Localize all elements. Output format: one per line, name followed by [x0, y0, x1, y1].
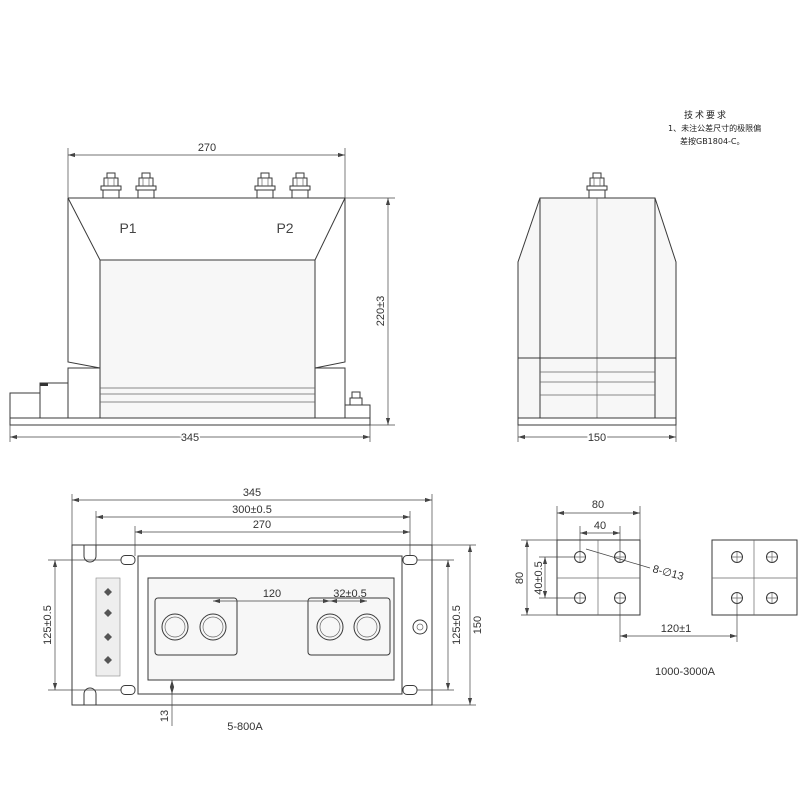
mounting-slot	[120, 685, 136, 695]
front-step-cap	[40, 383, 48, 386]
terminal-block-right	[711, 539, 798, 616]
terminal-hole	[574, 592, 586, 604]
bottom-view: 345 300±0.5 270 12	[42, 487, 484, 733]
front-mounting-flange	[9, 392, 41, 419]
dim-label-offset: 13	[159, 710, 171, 722]
dim-label-overall-width: 345	[243, 487, 261, 499]
secondary-terminal-marker	[104, 633, 112, 641]
tech-requirements-line1: 1、未注公差尺寸的极限偏	[668, 123, 761, 133]
front-body-chamfer	[67, 197, 346, 261]
primary-terminal-bolt	[289, 172, 311, 199]
dim-label-block-height: 80	[514, 572, 526, 584]
front-lower-block-right	[314, 367, 346, 419]
secondary-terminal-marker	[104, 609, 112, 617]
dim-label-height: 220±3	[375, 296, 387, 327]
terminal-hole	[731, 551, 743, 563]
tech-requirements-line2: 差按GB1804-C。	[680, 136, 745, 146]
dim-label-body-width: 270	[253, 519, 271, 531]
terminal-stud	[316, 613, 344, 641]
dim-label-width-top: 270	[198, 142, 216, 154]
bottom-base-outline	[71, 544, 433, 706]
terminal-hole	[731, 592, 743, 604]
terminal-plate-left	[154, 597, 238, 656]
dim-label-terminal-pitch: 32±0.5	[333, 588, 367, 600]
front-view: 270	[9, 142, 395, 446]
dim-label-block-spacing: 120±1	[661, 623, 692, 635]
hole-callout: 8-∅13	[651, 563, 685, 583]
terminal-detail: 80 40 80 40±0.5 8-∅13 120±1 1000-3000A	[514, 499, 798, 678]
terminal-block-left	[556, 539, 641, 616]
terminal-stud	[199, 613, 227, 641]
dim-label-mounting-depth-left: 125±0.5	[42, 605, 54, 645]
primary-terminal-bolt	[254, 172, 276, 199]
primary-terminal-bolt	[100, 172, 122, 199]
mounting-slot	[402, 555, 418, 565]
secondary-terminal-marker	[104, 656, 112, 664]
dim-label-mounting-spacing: 300±0.5	[232, 504, 272, 516]
front-base-plate	[9, 417, 371, 426]
dim-label-terminal-spacing: 120	[263, 588, 281, 600]
side-base-plate	[517, 417, 677, 426]
bottom-view-caption: 5-800A	[227, 721, 263, 733]
dim-label-block-width: 80	[592, 499, 604, 511]
ground-bolt	[349, 391, 363, 406]
terminal-plate-right	[307, 597, 391, 656]
terminal-stud	[161, 613, 189, 641]
dim-label-overall-depth: 150	[472, 616, 484, 634]
side-view: 150	[517, 172, 677, 446]
primary-terminal-bolt	[586, 172, 608, 199]
terminal-hole	[766, 551, 778, 563]
ground-bolt	[412, 619, 428, 635]
dim-label-mounting-depth-right: 125±0.5	[451, 605, 463, 645]
terminal-hole	[766, 592, 778, 604]
dim-label-hole-pitch-x: 40	[594, 520, 606, 532]
mounting-slot	[402, 685, 418, 695]
front-step-block	[39, 382, 69, 419]
tech-requirements: 技术要求 1、未注公差尺寸的极限偏 差按GB1804-C。	[668, 109, 761, 146]
front-ground-pad	[344, 404, 371, 419]
terminal-hole	[614, 592, 626, 604]
dim-label-width-base: 345	[181, 432, 199, 444]
hole-leader-line	[585, 548, 651, 569]
dim-label-side-width: 150	[588, 432, 606, 444]
front-body-outline	[67, 197, 346, 369]
mounting-notch	[83, 545, 97, 563]
secondary-terminal-marker	[104, 588, 112, 596]
terminal-hole	[614, 551, 626, 563]
tech-requirements-title: 技术要求	[684, 109, 728, 121]
mounting-slot	[120, 555, 136, 565]
mounting-notch	[83, 687, 97, 705]
terminal-label-p1: P1	[119, 220, 136, 236]
bottom-body-outline	[137, 555, 403, 695]
bottom-terminal-window	[147, 577, 395, 681]
front-lower-block-left	[67, 367, 101, 419]
terminal-stud	[353, 613, 381, 641]
terminal-label-p2: P2	[276, 220, 293, 236]
front-body-window	[99, 259, 316, 419]
dim-label-hole-pitch-y: 40±0.5	[533, 561, 545, 595]
terminal-hole	[574, 551, 586, 563]
terminal-detail-caption: 1000-3000A	[655, 666, 716, 678]
primary-terminal-bolt	[135, 172, 157, 199]
